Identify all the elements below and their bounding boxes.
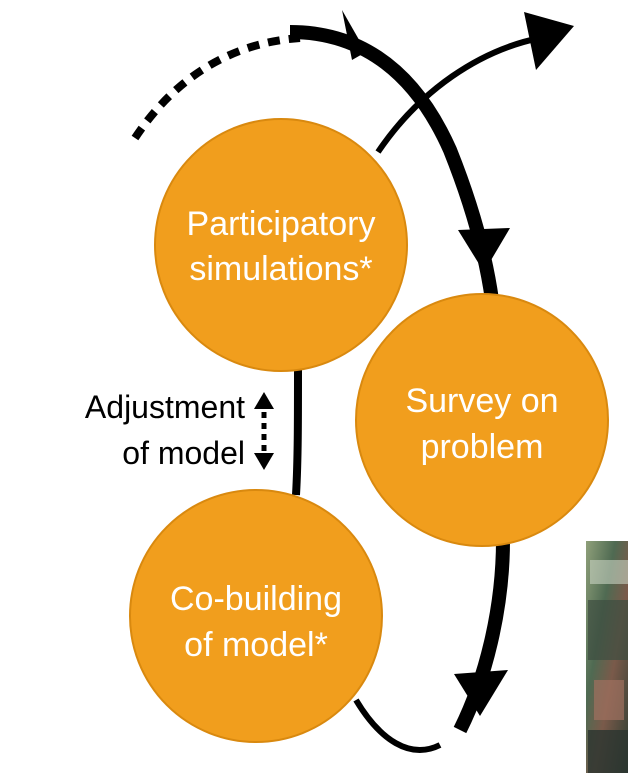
adjustment-label-line-1: Adjustment <box>85 389 245 425</box>
node-co-building-of-model: Co-building of model* <box>129 489 383 743</box>
adjustment-label-line-2: of model <box>122 435 245 471</box>
thick-loop-arrowhead-mid <box>458 228 510 272</box>
adjustment-double-arrow-icon <box>254 392 274 470</box>
link-line-left <box>292 367 302 496</box>
node-cobuilding-line-1: Co-building <box>170 580 342 618</box>
node-survey-on-problem: Survey on problem <box>355 293 609 547</box>
node-participatory-line-2: simulations* <box>189 250 372 288</box>
node-cobuilding-line-2: of model* <box>184 626 328 664</box>
node-participatory-line-1: Participatory <box>187 205 376 243</box>
thick-loop-arrowhead-top <box>342 10 366 60</box>
adjustment-label: Adjustment of model <box>85 389 245 471</box>
dotted-entry-arrow <box>131 34 301 141</box>
node-survey-line-2: problem <box>421 428 544 466</box>
thick-loop-arc-bottom <box>453 539 510 734</box>
photo-thumbnail <box>586 541 628 773</box>
thin-exit-arc <box>375 35 541 154</box>
thin-exit-arrowhead <box>524 12 574 70</box>
node-survey-line-1: Survey on <box>405 382 558 420</box>
thin-bottom-loop <box>353 698 442 753</box>
thick-loop-arrowhead-bottom <box>454 670 508 716</box>
node-participatory-simulations: Participatory simulations* <box>154 118 408 372</box>
